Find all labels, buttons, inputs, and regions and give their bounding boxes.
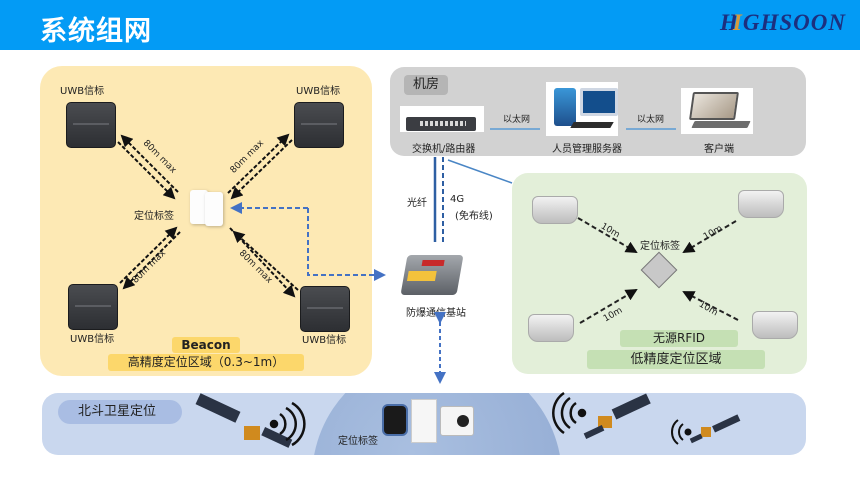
- link-label: 以太网: [503, 115, 531, 125]
- beacon-label-tl: UWB信标: [60, 86, 105, 97]
- header-bar: 系统组网 HIGHSOON: [0, 0, 860, 50]
- laptop-icon: [681, 88, 753, 134]
- watch-tag-icon: [382, 404, 408, 436]
- device-label: 交换机/路由器: [412, 144, 476, 155]
- beacon-label-br: UWB信标: [302, 335, 347, 346]
- globe-graphic: [312, 393, 562, 455]
- beacon-tag-label: 定位标签: [134, 211, 174, 222]
- low-precision-zone-badge: 低精度定位区域: [587, 350, 765, 369]
- uwb-beacon-icon: [294, 102, 344, 148]
- rfid-reader-icon: [738, 190, 784, 218]
- uwb-beacon-icon: [68, 284, 118, 330]
- logo-accent: I: [732, 10, 743, 35]
- beacon-label-bl: UWB信标: [70, 334, 115, 345]
- uwb-beacon-icon: [300, 286, 350, 332]
- rfid-uplink: [447, 159, 513, 184]
- rfid-reader-icon: [528, 314, 574, 342]
- high-precision-zone-badge: 高精度定位区域（0.3~1m）: [108, 354, 304, 371]
- beacon-tech-badge: Beacon: [172, 337, 240, 353]
- server-pc-icon: [546, 82, 618, 136]
- rfid-tech-badge: 无源RFID: [620, 330, 738, 347]
- base-station-label: 防爆通信基站: [406, 308, 466, 319]
- server-room-title: 机房: [404, 75, 448, 95]
- satellite-tag-label: 定位标签: [338, 436, 378, 447]
- beacon-label-tr: UWB信标: [296, 86, 341, 97]
- logo-text: GHSOON: [742, 10, 846, 35]
- uwb-beacon-icon: [66, 102, 116, 148]
- switch-router-icon: [400, 106, 484, 132]
- link-label: 以太网: [637, 115, 665, 125]
- card-tag-icon: [411, 399, 437, 443]
- rfid-reader-icon: [532, 196, 578, 224]
- 4g-label: 4G: [450, 194, 465, 205]
- device-label: 人员管理服务器: [552, 144, 622, 155]
- base-station-icon: [400, 255, 464, 295]
- rfid-reader-icon: [752, 311, 798, 339]
- logo-letter: H: [720, 10, 739, 35]
- company-logo: HIGHSOON: [720, 10, 846, 36]
- fiber-label: 光纤: [407, 198, 427, 209]
- uwb-tag-icon: [190, 190, 208, 224]
- device-label: 客户端: [704, 144, 734, 155]
- satellite-zone-title: 北斗卫星定位: [58, 400, 182, 424]
- uwb-tag-icon: [205, 192, 223, 226]
- rfid-tag-label: 定位标签: [640, 241, 680, 252]
- page-title: 系统组网: [40, 16, 152, 47]
- wireless-note: (免布线): [455, 211, 493, 222]
- box-tag-icon: [440, 406, 474, 436]
